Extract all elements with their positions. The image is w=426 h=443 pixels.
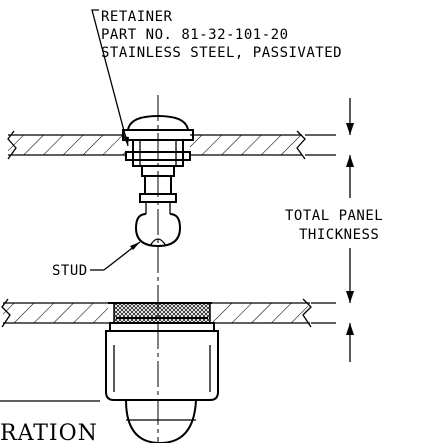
retainer: [122, 114, 194, 167]
receptacle: [105, 302, 219, 443]
callout-line-3: STAINLESS STEEL, PASSIVATED: [101, 45, 342, 61]
bottom-caption: RATION: [0, 421, 98, 443]
stud-label: STUD: [52, 263, 88, 279]
stud: [134, 165, 182, 248]
lower-panel: [1, 298, 336, 328]
upper-panel: [7, 130, 336, 160]
stud-callout: STUD: [52, 241, 141, 279]
retainer-callout: RETAINER PART NO. 81-32-101-20 STAINLESS…: [91, 9, 342, 147]
callout-line-2: PART NO. 81-32-101-20: [101, 27, 289, 43]
callout-line-1: RETAINER: [101, 9, 173, 25]
dimension-line-2: THICKNESS: [299, 227, 379, 243]
dimension-line-1: TOTAL PANEL: [285, 208, 383, 224]
callout-leader: [91, 9, 129, 147]
thickness-dimension: TOTAL PANEL THICKNESS: [285, 98, 383, 362]
